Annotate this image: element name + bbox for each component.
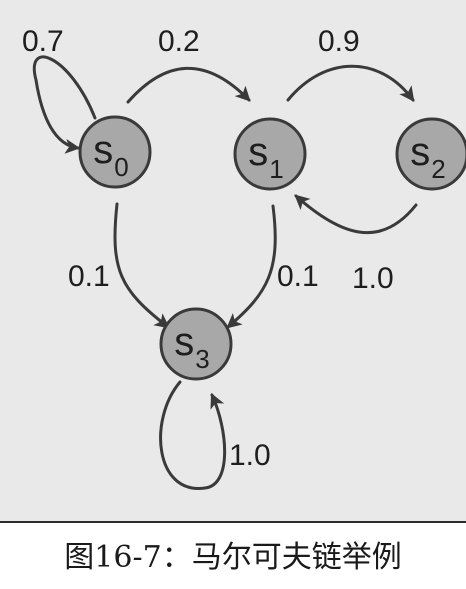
diagram-canvas: s0 s1 s2 s3 0.7 <box>22 25 466 490</box>
edge-label-s0-s0: 0.7 <box>22 25 64 58</box>
edge-label-s1-s3: 0.1 <box>277 260 319 293</box>
state-node-s0: s0 <box>78 115 152 189</box>
svg-text:s0: s0 <box>93 128 128 182</box>
svg-text:s3: s3 <box>174 320 209 374</box>
edge-label-s3-s3: 1.0 <box>229 439 271 472</box>
edge-s0-s0 <box>32 55 97 154</box>
state-node-s3: s3 <box>159 307 233 381</box>
figure-caption: 图16-7：马尔可夫链举例 <box>64 540 402 575</box>
edge-s1-s2 <box>286 64 415 102</box>
edge-label-s2-s1: 1.0 <box>352 262 394 295</box>
edge-label-s0-s3: 0.1 <box>68 260 110 293</box>
state-node-s1: s1 <box>233 117 307 191</box>
edge-label-s0-s1: 0.2 <box>158 25 200 58</box>
markov-chain-diagram: s0 s1 s2 s3 0.7 <box>0 0 466 521</box>
state-node-s2: s2 <box>395 117 466 191</box>
edge-s0-s1 <box>126 66 251 104</box>
edge-s1-s3 <box>226 204 277 329</box>
edge-s2-s1 <box>294 194 418 235</box>
edge-s0-s3 <box>113 202 170 329</box>
edge-label-s1-s2: 0.9 <box>318 25 360 58</box>
caption-divider <box>0 521 466 523</box>
edge-s3-s3 <box>159 380 227 490</box>
svg-text:s1: s1 <box>248 130 283 184</box>
svg-text:s2: s2 <box>410 130 445 184</box>
